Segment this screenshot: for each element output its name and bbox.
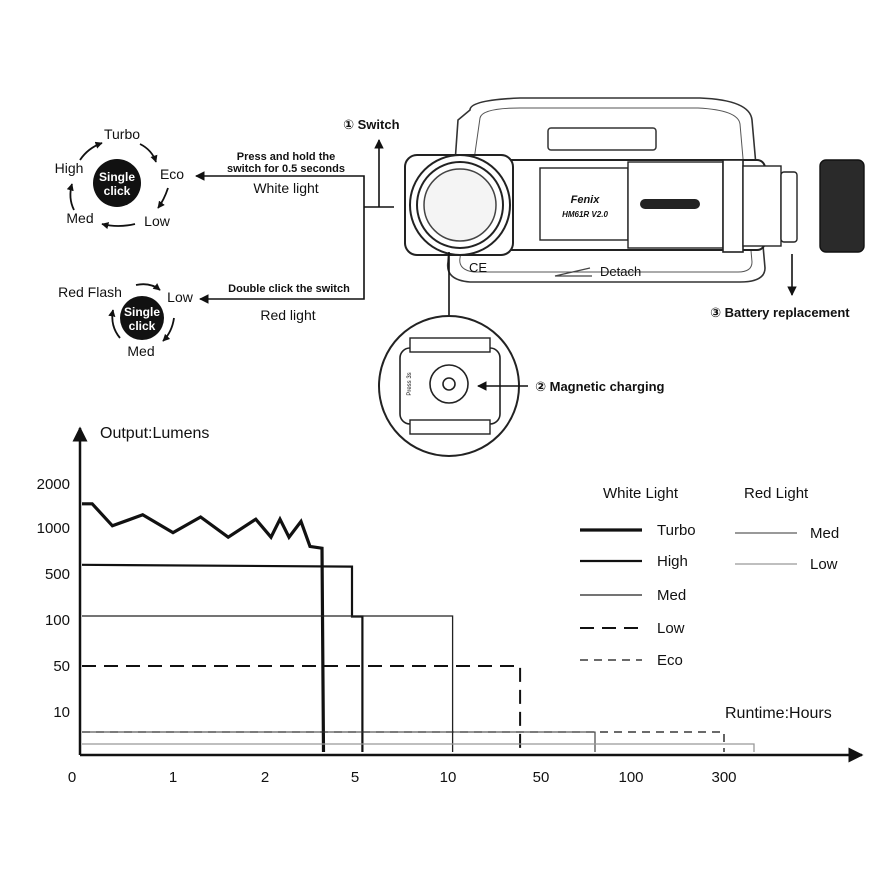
charging-label: ② Magnetic charging [535,379,665,394]
red-light-instruction: Double click the switch Red light [199,207,365,323]
white-single-click-button [93,159,141,207]
chart-legend: White Light Red Light TurboHighMedLowEco… [580,485,839,669]
white-mode-cycle: Single click Turbo Eco Low Med High [55,126,184,230]
series-line-red-light-med [82,731,596,752]
red-mode-low: Low [167,289,194,305]
legend-label: Med [810,525,839,542]
x-tick-label: 50 [533,769,550,786]
legend-label: Med [657,587,686,604]
battery-callout: ③ Battery replacement [710,254,850,320]
x-tick-label: 10 [440,769,457,786]
red-light-caption: Red light [260,307,315,323]
legend-label: High [657,553,688,570]
red-instruction-line: Double click the switch [228,283,350,295]
red-mode-med: Med [127,343,154,359]
series-line-white-light-high [81,563,364,752]
thread [742,165,782,247]
thread-end [780,171,798,243]
white-mode-high: High [55,160,84,176]
white-single-label: Single [99,170,135,184]
white-mode-low: Low [144,213,171,229]
red-single-label: Single [124,305,160,319]
cycle-arrow [79,141,103,161]
white-mode-med: Med [66,210,93,226]
x-tick-label: 5 [351,769,359,786]
cycle-arrow [157,187,169,209]
port-text: Press 3s [407,372,413,395]
red-click-label: click [129,319,156,333]
y-tick-label: 500 [45,566,70,583]
legend-label: Eco [657,652,683,669]
legend-title-red: Red Light [744,485,809,502]
fin-slot [640,199,700,209]
x-tick-label: 1 [169,769,177,786]
white-instruction-line-1: Press and hold the [237,151,335,163]
headlamp-illustration: Fenix HM61R V2.0 CE Detach [404,97,865,283]
y-tick-label: 100 [45,612,70,629]
tube-ring [722,159,744,253]
switch-callout: ① Switch [343,117,400,208]
tail-cap [819,159,865,253]
red-mode-cycle: Single click Red Flash Low Med [58,283,194,359]
legend-label: Turbo [657,522,696,539]
y-axis-label: Output:Lumens [100,425,209,442]
legend-label: Low [657,620,685,637]
clip-inner-outline [459,107,753,273]
cycle-arrow [135,283,161,291]
ce-mark: CE [469,260,487,275]
red-mode-flash: Red Flash [58,284,122,300]
y-tick-label: 50 [53,658,70,675]
series-line-white-light-med [82,615,454,752]
series-line-white-light-turbo [82,502,326,753]
cycle-arrow [101,222,136,230]
x-axis-label: Runtime:Hours [725,705,832,722]
cycle-arrow [162,317,175,342]
charging-port-inset: Press 3s ② Magnetic charging [378,252,665,457]
runtime-chart: Output:Lumens Runtime:Hours 0 1 2 5 10 50 100 3… [37,425,864,786]
y-tick-label: 2000 [37,476,70,493]
red-single-click-button [120,296,164,340]
x-tick-label: 100 [618,769,643,786]
x-tick-label: 0 [68,769,76,786]
x-tick-labels: 0 1 2 5 10 50 100 300 [68,769,737,786]
lens-inner [423,168,497,242]
cycle-arrow [139,143,158,163]
x-tick-label: 300 [711,769,736,786]
magnetic-port-inner [442,377,456,391]
cycle-arrow [66,183,75,211]
series-line-white-light-low [82,665,522,752]
model-label: HM61R V2.0 [562,210,608,219]
y-tick-label: 10 [53,704,70,721]
detach-label: Detach [600,264,641,279]
brand-logo: Fenix [571,194,601,206]
white-mode-eco: Eco [160,166,184,182]
white-instruction-arrow [195,171,365,207]
port-bottom-bar [409,419,491,435]
white-click-label: click [104,184,131,198]
switch-label: ① Switch [343,117,400,132]
series-lines [81,502,755,753]
series-line-red-light-low [82,743,755,752]
series-line-white-light-eco [82,731,725,752]
legend-label: Low [810,556,838,573]
battery-label: ③ Battery replacement [710,305,850,320]
port-top-bar [409,337,491,353]
detach-arrow [554,267,592,277]
white-mode-turbo: Turbo [104,126,140,142]
cycle-arrow [108,309,121,339]
red-instruction-arrow [199,207,365,304]
y-tick-label: 1000 [37,520,70,537]
y-tick-labels: 2000 1000 500 100 50 10 [37,476,70,721]
x-tick-label: 2 [261,769,269,786]
clip-slot [547,127,657,151]
white-light-instruction: Press and hold the switch for 0.5 second… [195,151,365,207]
white-light-caption: White light [253,180,318,196]
legend-title-white: White Light [603,485,679,502]
brand-plate [539,167,629,241]
white-instruction-line-2: switch for 0.5 seconds [227,163,345,175]
